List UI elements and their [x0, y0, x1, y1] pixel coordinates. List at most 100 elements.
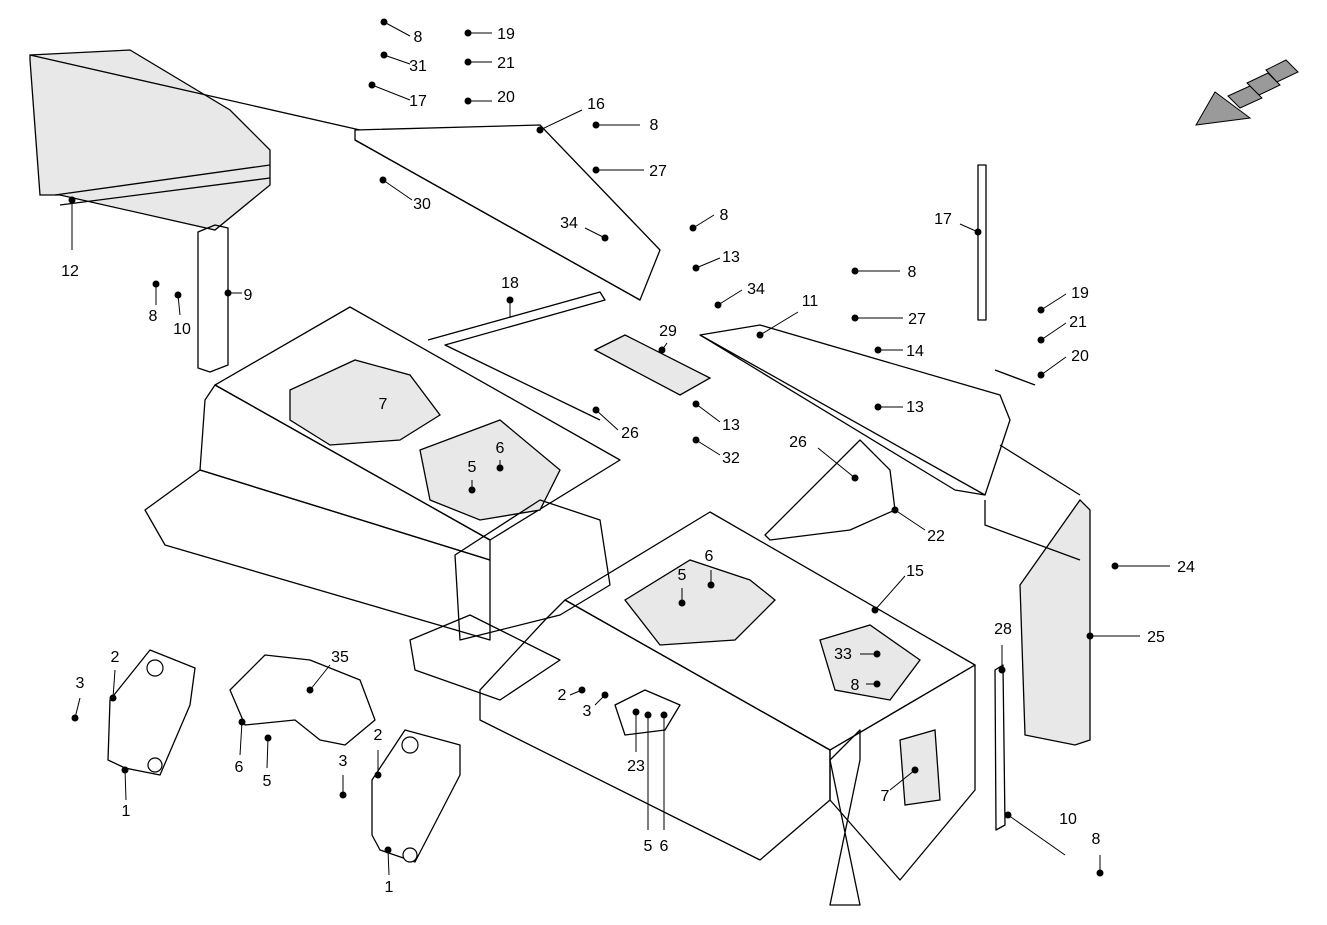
callout-label: 17	[934, 211, 952, 228]
travel-direction-arrow-icon	[1195, 59, 1299, 126]
mounting-bracket	[107, 649, 196, 776]
callout-label: 29	[659, 323, 677, 340]
fastener-dot	[506, 296, 514, 304]
leader-line	[889, 769, 916, 791]
callout-label: 6	[660, 838, 669, 855]
fastener-dot	[851, 314, 859, 322]
leader-line	[539, 109, 583, 131]
callout-label: 5	[263, 773, 272, 790]
fastener-dot	[380, 51, 388, 59]
cover-plate	[593, 334, 712, 396]
callout-label: 8	[1092, 831, 1101, 848]
callout-label: 32	[722, 450, 740, 467]
callout-label: 20	[497, 89, 515, 106]
fastener-dot	[464, 29, 472, 37]
fastener-dot	[109, 694, 117, 702]
fastener-dot	[873, 650, 881, 658]
callout-label: 8	[414, 29, 423, 46]
main-housing-left	[144, 306, 621, 641]
fastener-dot	[121, 766, 129, 774]
callout-label: 3	[76, 675, 85, 692]
fastener-dot	[384, 846, 392, 854]
mounting-strip	[197, 224, 229, 373]
callout-label: 17	[409, 93, 427, 110]
fastener-dot	[689, 224, 697, 232]
callout-label: 13	[722, 249, 740, 266]
callout-label: 9	[244, 287, 253, 304]
callout-label: 5	[468, 459, 477, 476]
leader-line	[584, 227, 606, 239]
leader-line	[595, 409, 619, 431]
callout-label: 15	[906, 563, 924, 580]
fastener-dot	[1096, 869, 1104, 877]
callout-label: 12	[61, 263, 79, 280]
callout-label: 26	[789, 434, 807, 451]
callout-label: 31	[409, 58, 427, 75]
callout-label: 19	[1071, 285, 1089, 302]
callout-label: 14	[906, 343, 924, 360]
callout-label: 8	[851, 677, 860, 694]
callout-label: 2	[558, 687, 567, 704]
fastener-dot	[264, 734, 272, 742]
callout-label: 25	[1147, 629, 1165, 646]
callout-label: 13	[722, 417, 740, 434]
callout-label: 11	[802, 293, 819, 310]
fastener-dot	[660, 711, 668, 719]
fastener-dot	[678, 599, 686, 607]
fastener-dot	[874, 346, 882, 354]
leader-line	[1040, 293, 1067, 311]
callout-label: 19	[497, 26, 515, 43]
fastener-dot	[707, 581, 715, 589]
callout-label: 30	[413, 196, 431, 213]
fastener-dot	[174, 291, 182, 299]
callout-label: 18	[501, 275, 519, 292]
leader-line	[1007, 814, 1066, 856]
callout-label: 8	[650, 117, 659, 134]
fastener-dot	[68, 196, 76, 204]
callout-label: 27	[908, 311, 926, 328]
leader-line	[371, 84, 411, 101]
mounting-strip-right	[994, 664, 1006, 831]
callout-label: 23	[627, 758, 645, 775]
leader-line	[383, 54, 411, 65]
callout-label: 10	[1059, 811, 1077, 828]
callout-label: 33	[834, 646, 852, 663]
callout-label: 1	[122, 803, 131, 820]
center-gearbox	[409, 499, 611, 701]
main-housing-right	[479, 511, 976, 906]
callout-label: 35	[331, 649, 349, 666]
leader-line	[124, 769, 127, 801]
fastener-dot	[379, 176, 387, 184]
callout-label: 34	[747, 281, 765, 298]
fastener-dot	[1037, 371, 1045, 379]
fastener-dot	[464, 58, 472, 66]
fastener-dot	[658, 346, 666, 354]
fastener-dot	[871, 606, 879, 614]
fastener-dot	[224, 289, 232, 297]
leader-line	[383, 21, 411, 37]
callout-label: 1	[385, 879, 394, 896]
callout-label: 6	[235, 759, 244, 776]
fastener-dot	[380, 18, 388, 26]
fastener-dot	[1111, 562, 1119, 570]
fastener-dot	[998, 666, 1006, 674]
fastener-dot	[1004, 811, 1012, 819]
callout-label: 26	[621, 425, 639, 442]
callout-label: 5	[678, 567, 687, 584]
right-side-cover	[1019, 498, 1091, 746]
left-side-cover	[29, 49, 361, 231]
fastener-dot	[601, 691, 609, 699]
leader-line	[382, 179, 413, 201]
top-beam-right	[699, 324, 1011, 496]
leader-line	[759, 311, 799, 336]
leader-line	[695, 257, 721, 269]
callout-label: 28	[994, 621, 1012, 638]
fastener-dot	[756, 331, 764, 339]
leader-line	[239, 721, 243, 756]
callout-label: 7	[379, 396, 388, 413]
fastener-dot	[644, 711, 652, 719]
fastener-dot	[692, 400, 700, 408]
rod	[977, 164, 987, 321]
callout-label: 21	[1069, 314, 1087, 331]
fastener-dot	[374, 771, 382, 779]
